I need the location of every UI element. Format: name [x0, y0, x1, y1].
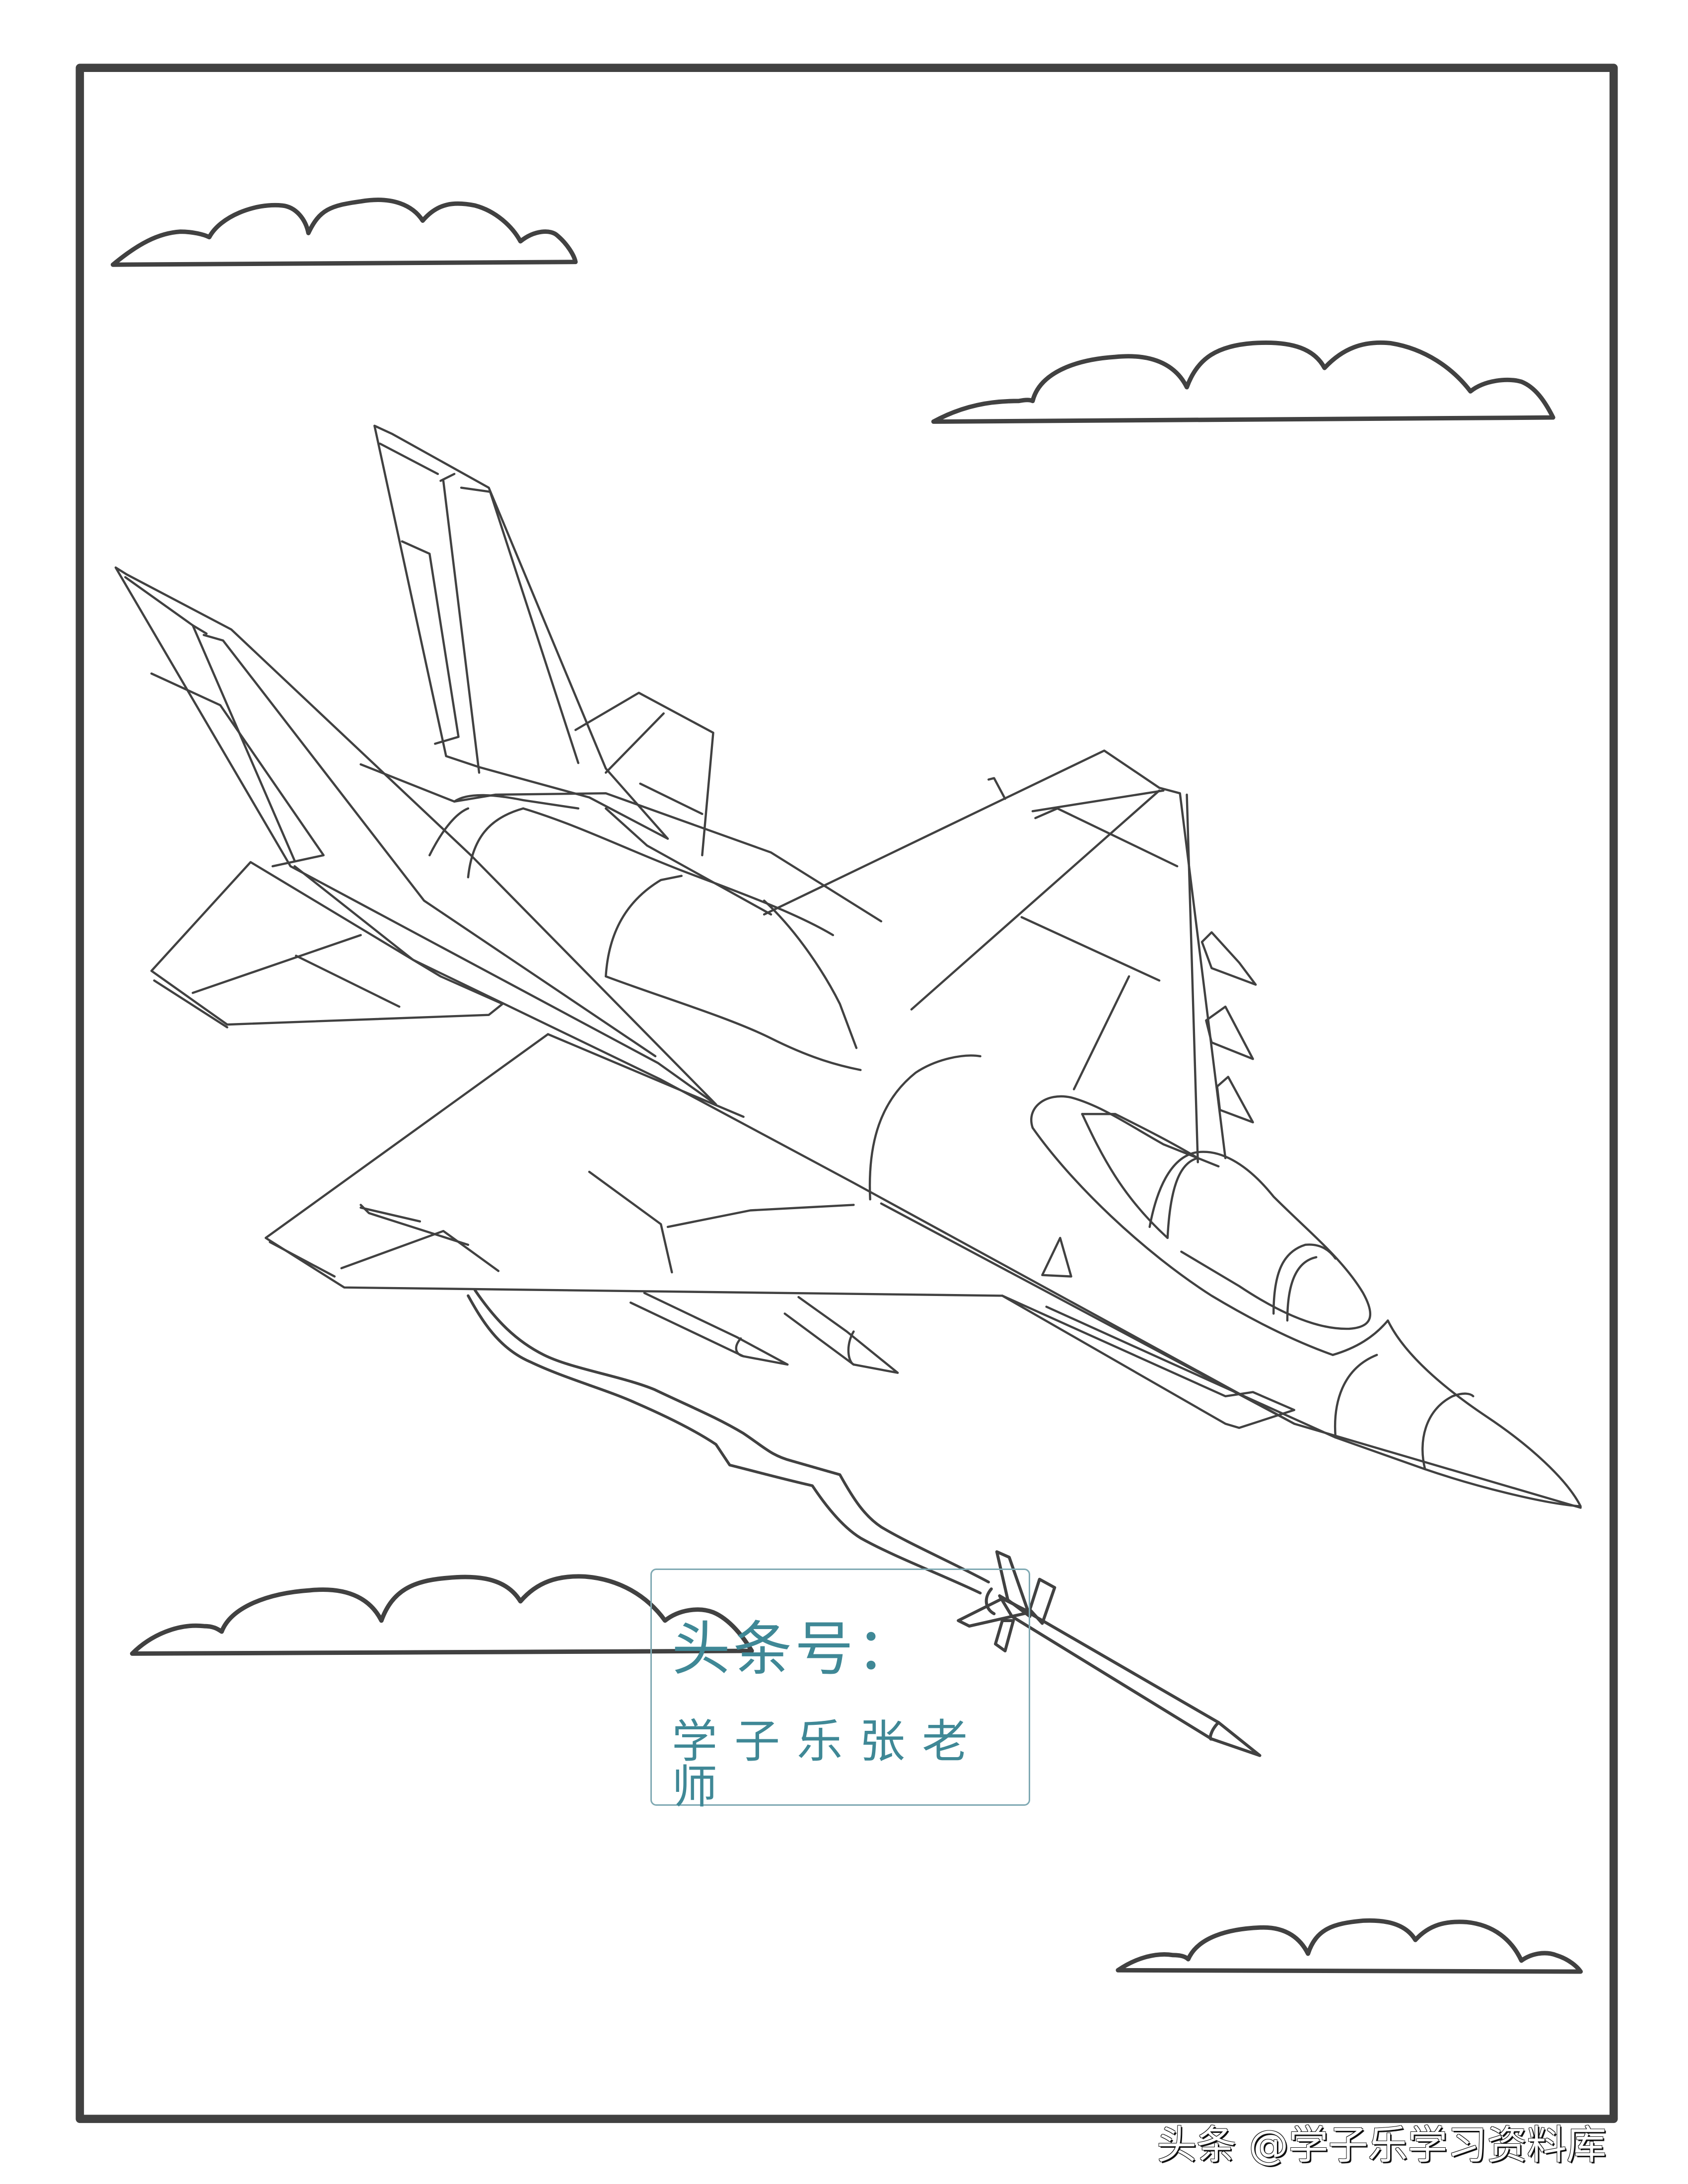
missile-trail [467, 1294, 982, 1595]
watermark-box: 头条号： 学子乐张老师 [650, 1569, 1030, 1810]
missile-trail [473, 1289, 990, 1584]
cloud-icon [110, 198, 578, 267]
page-frame [75, 64, 1618, 2123]
watermark-author: 学子乐张老师 [672, 1715, 985, 1814]
watermark-title: 头条号： [672, 1615, 918, 1683]
cloud-icon [931, 340, 1555, 424]
cloud-icon [130, 1574, 754, 1656]
attribution-text: 头条 @学子乐学习资料库 [1157, 2122, 1607, 2168]
fighter-jet [114, 424, 1582, 1509]
cloud-icon [1116, 1918, 1583, 1974]
